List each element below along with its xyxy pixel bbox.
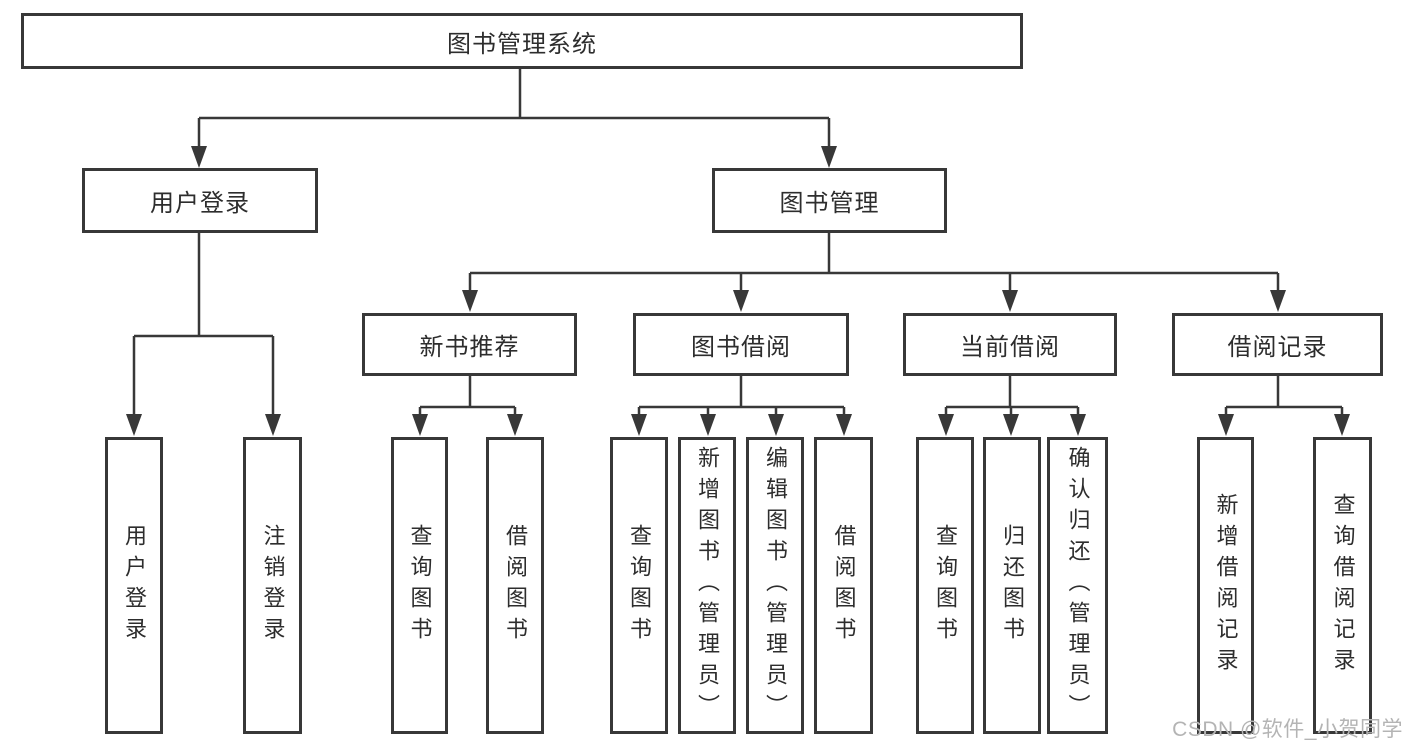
leaf-label: 注销登录 (260, 523, 286, 648)
leaf-label: 新增借阅记录 (1213, 492, 1239, 679)
node-current-borrowing: 当前借阅 (903, 313, 1117, 376)
leaf-label: 借阅图书 (831, 523, 857, 648)
leaf-add-borrow-record: 新增借阅记录 (1197, 437, 1254, 734)
leaf-query-borrow-record: 查询借阅记录 (1313, 437, 1372, 734)
node-book-management: 图书管理 (712, 168, 947, 233)
leaf-label: 查询图书 (627, 523, 652, 648)
leaf-label: 确认归还（管理员） (1065, 446, 1091, 725)
leaf-label: 编辑图书（管理员） (763, 446, 788, 725)
leaf-label: 归还图书 (1000, 523, 1025, 648)
csdn-watermark: CSDN @软件_小贺同学 (1172, 718, 1403, 741)
node-label: 借阅记录 (1227, 334, 1328, 361)
node-root-library-management-system: 图书管理系统 (21, 13, 1023, 69)
node-label: 当前借阅 (960, 334, 1060, 361)
leaf-borrow-books: 借阅图书 (814, 437, 873, 734)
node-label: 图书借阅 (691, 334, 791, 361)
node-label: 图书管理系统 (447, 30, 597, 58)
leaf-label: 查询图书 (933, 523, 958, 648)
leaf-return-books: 归还图书 (983, 437, 1041, 734)
leaf-query-books-current: 查询图书 (916, 437, 974, 734)
node-label: 图书管理 (779, 190, 880, 217)
node-label: 新书推荐 (419, 334, 520, 361)
leaf-borrow-books-recommend: 借阅图书 (486, 437, 544, 734)
leaf-query-books-borrowing: 查询图书 (610, 437, 668, 734)
leaf-label: 查询图书 (407, 523, 433, 648)
connector-lines (132, 69, 1344, 416)
node-book-borrowing: 图书借阅 (633, 313, 849, 376)
leaf-label: 新增图书（管理员） (695, 446, 720, 725)
leaf-edit-books-admin: 编辑图书（管理员） (746, 437, 804, 734)
leaf-label: 查询借阅记录 (1330, 492, 1356, 679)
node-label: 用户登录 (150, 190, 250, 217)
leaf-query-books-recommend: 查询图书 (391, 437, 448, 734)
leaf-user-login: 用户登录 (105, 437, 163, 734)
node-new-book-recommendation: 新书推荐 (362, 313, 577, 376)
leaf-confirm-return-admin: 确认归还（管理员） (1047, 437, 1108, 734)
leaf-label: 借阅图书 (503, 523, 528, 648)
leaf-logout: 注销登录 (243, 437, 302, 734)
node-user-login: 用户登录 (82, 168, 318, 233)
leaf-add-books-admin: 新增图书（管理员） (678, 437, 736, 734)
arrowhead-icons (126, 146, 1350, 436)
node-borrowing-records: 借阅记录 (1172, 313, 1383, 376)
leaf-label: 用户登录 (122, 523, 147, 648)
